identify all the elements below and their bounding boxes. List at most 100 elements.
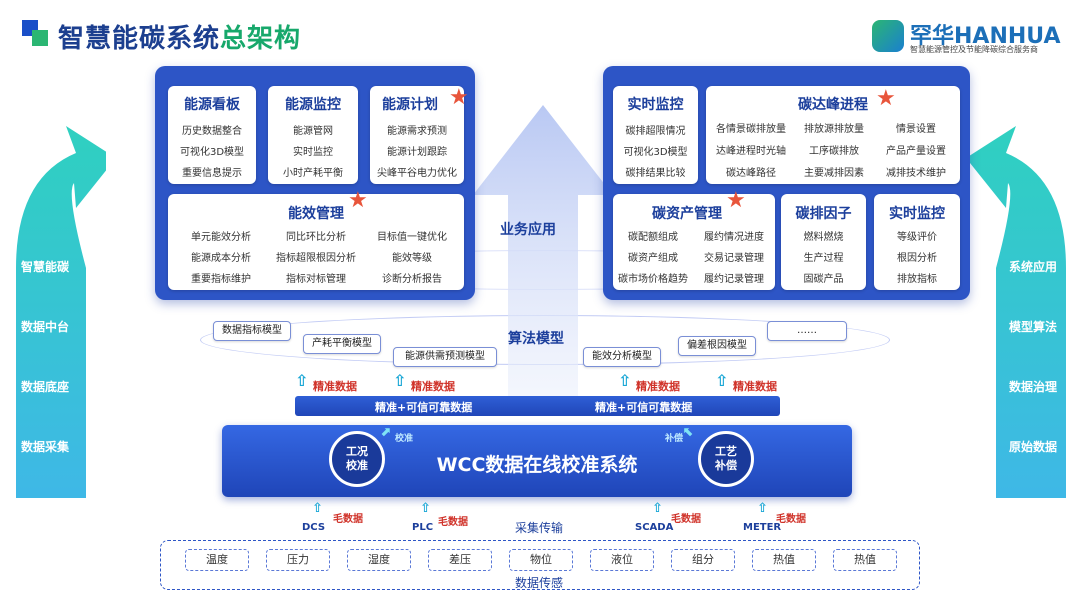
card-carbon-peak: 碳达峰进程 各情景碳排放量 排放源排放量 情景设置 达峰进程时光轴 工序碳排放 … [706,86,960,184]
source-label: METER [743,522,782,533]
center-up-arrow [473,105,613,405]
model-tag: 能效分析模型 [583,347,661,367]
model-tag: 偏差根因模型 [678,336,756,356]
card-item: 主要减排因素 [804,168,864,179]
precise-data-label: 精准数据 [636,380,680,393]
arrow-up-left-icon: ⬉ [683,425,694,440]
sensor-item: 热值 [752,549,816,571]
arrow-up-icon: ⇧ [420,501,431,516]
model-tag: …… [767,321,847,341]
card-item: 目标值一键优化 [377,232,447,243]
condition-calibration-circle: 工况 校准 [329,431,385,487]
title-highlight: 总架构 [220,24,302,54]
raw-data-tag: 毛数据 [776,514,806,525]
model-tag: 产耗平衡模型 [303,334,381,354]
card-item: 碳达峰路径 [726,168,776,179]
sensing-label: 数据传感 [515,576,564,590]
raw-data-tag: 毛数据 [438,517,468,528]
precise-data-label: 精准数据 [733,380,777,393]
arrow-up-icon: ⇧ [715,371,729,390]
card-item: 指标超限根因分析 [276,253,356,264]
card-title: 实时监控 [627,97,684,113]
left-label-4: 数据采集 [20,440,69,454]
precise-data-bar: 精准+可信可靠数据 精准+可信可靠数据 [295,396,780,416]
card-item: 产品产量设置 [886,146,946,157]
card-item: 同比环比分析 [286,232,346,243]
left-label-3: 数据底座 [20,380,69,394]
card-item: 燃料燃烧 [803,232,844,243]
right-label-4: 原始数据 [1008,440,1057,454]
card-item: 能源管网 [293,126,333,137]
card-title: 实时监控 [889,206,945,222]
title-main: 智慧能碳系统 [58,24,221,54]
arrow-up-right-icon: ⬈ [380,425,391,440]
model-tag: 能源供需预测模型 [393,347,497,367]
collection-label: 采集传输 [515,521,564,535]
card-item: 指标对标管理 [286,274,346,285]
left-label-2: 数据中台 [20,320,69,334]
card-item: 工序碳排放 [809,146,859,157]
logo-icon [872,20,904,52]
star-icon: ★ [449,85,469,110]
compensate-tag: 补偿 [665,434,684,444]
sensor-item: 热值 [833,549,897,571]
card-item: 碳排结果比较 [625,168,686,179]
card-item: 固碳产品 [803,274,844,285]
card-realtime-monitor: 实时监控 碳排超限情况 可视化3D模型 碳排结果比较 [613,86,698,184]
source-label: SCADA [635,522,674,533]
sensor-group [160,540,920,590]
card-item: 等级评价 [897,232,937,243]
arrow-up-icon: ⇧ [393,371,407,390]
card-item: 碳配额组成 [628,232,678,243]
star-icon: ★ [876,86,896,111]
source-label: DCS [302,522,326,533]
card-title: 碳排因子 [795,206,852,222]
card-item: 重要信息提示 [182,168,242,179]
card-item: 重要指标维护 [191,274,251,285]
card-item: 可视化3D模型 [623,147,688,158]
arrow-up-icon: ⇧ [618,371,632,390]
card-item: 情景设置 [896,124,936,135]
card-item: 履约记录管理 [704,274,764,285]
precise-bar-text: 精准+可信可靠数据 [595,401,693,414]
card-item: 诊断分析报告 [382,274,442,285]
card-title: 能源监控 [285,97,341,113]
card-item: 能源需求预测 [387,126,447,137]
sensor-item: 差压 [428,549,492,571]
business-label: 业务应用 [500,222,556,238]
raw-data-tag: 毛数据 [671,514,701,525]
sensor-item: 物位 [509,549,573,571]
card-title: 能源看板 [184,97,240,113]
title-decoration-square-green [32,30,48,46]
card-item: 根因分析 [897,253,937,264]
sensor-item: 液位 [590,549,654,571]
card-title: 碳达峰进程 [798,97,868,113]
sensor-item: 湿度 [347,549,411,571]
card-carbon-asset: 碳资产管理 碳配额组成 履约情况进度 碳资产组成 交易记录管理 碳市场价格趋势 … [613,194,775,290]
sensor-item: 压力 [266,549,330,571]
left-label-1: 智慧能碳 [20,260,69,274]
card-item: 小时产耗平衡 [283,168,343,179]
card-item: 历史数据整合 [182,126,242,137]
card-item: 能效等级 [392,253,432,264]
right-label-1: 系统应用 [1008,260,1057,274]
card-item: 交易记录管理 [704,253,764,264]
card-item: 减排技术维护 [886,168,946,179]
sensor-item: 温度 [185,549,249,571]
card-item: 碳资产组成 [628,253,678,264]
card-item: 生产过程 [803,253,844,264]
left-side-arrow [16,126,106,498]
card-emission-factor: 碳排因子 燃料燃烧 生产过程 固碳产品 [781,194,866,290]
precise-data-label: 精准数据 [411,380,455,393]
card-item: 碳市场价格趋势 [618,274,688,285]
wcc-title: WCC数据在线校准系统 [436,454,638,476]
star-icon: ★ [726,188,746,213]
arrow-up-icon: ⇧ [295,371,309,390]
process-compensation-circle: 工艺 补偿 [698,431,754,487]
card-item: 履约情况进度 [704,232,764,243]
card-item: 实时监控 [293,147,333,158]
card-title: 能源计划 [382,97,438,113]
raw-data-tag: 毛数据 [333,514,363,525]
card-item: 排放指标 [897,274,937,285]
card-item: 能源成本分析 [191,253,251,264]
